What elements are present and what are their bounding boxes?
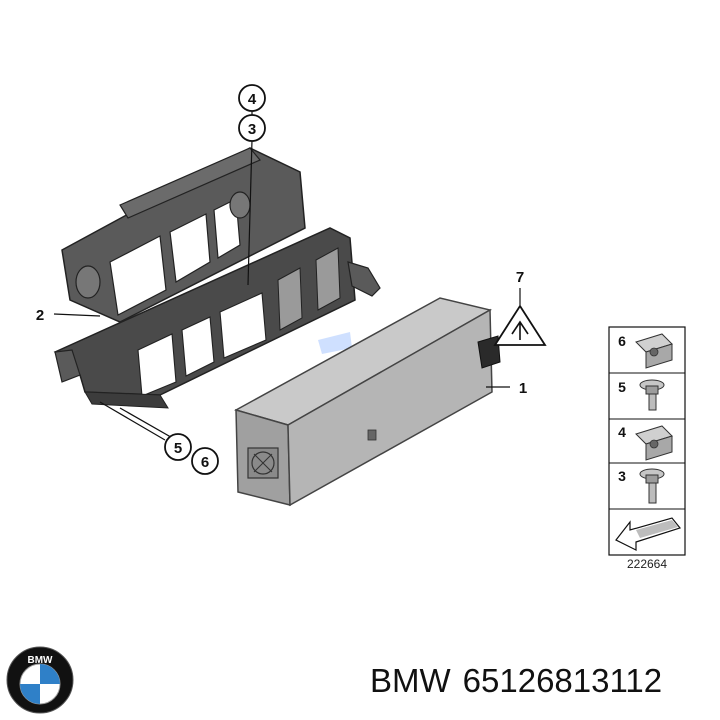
bmw-logo: BMW: [6, 646, 74, 714]
control-module: [234, 297, 501, 507]
part-number: 65126813112: [462, 662, 663, 699]
callout-5: 5: [164, 433, 192, 461]
svg-text:5: 5: [618, 379, 626, 395]
svg-text:3: 3: [618, 468, 626, 484]
svg-text:BMW: BMW: [28, 655, 54, 666]
svg-text:6: 6: [201, 454, 209, 471]
legend-item-6: 6: [618, 333, 673, 369]
brand-label: BMW: [370, 662, 451, 699]
legend-item-3: 3: [618, 468, 665, 504]
svg-text:1: 1: [519, 380, 527, 397]
svg-text:7: 7: [516, 269, 524, 286]
svg-text:6: 6: [618, 333, 626, 349]
svg-text:2: 2: [36, 307, 44, 324]
callout-1: 1: [519, 380, 527, 397]
callout-4: 4: [238, 84, 266, 112]
bolt-icon: [639, 379, 665, 411]
callout-3: 3: [238, 114, 266, 142]
legend-item-4: 4: [618, 424, 673, 461]
callout-6: 6: [191, 447, 219, 475]
svg-text:3: 3: [248, 121, 256, 138]
clip-nut-icon: [635, 333, 673, 369]
legend-item-5: 5: [618, 379, 665, 411]
bracket: [53, 147, 381, 409]
callout-7: 7: [516, 269, 524, 286]
svg-text:4: 4: [248, 91, 257, 108]
bolt-icon: [639, 468, 665, 504]
clip-nut-icon: [635, 425, 673, 461]
reference-number: 222664: [627, 557, 667, 571]
svg-text:4: 4: [618, 424, 626, 440]
direction-arrow-icon: [615, 517, 682, 551]
part-caption: BMW 65126813112: [370, 662, 674, 700]
esd-warning-icon: [493, 304, 547, 346]
svg-text:5: 5: [174, 440, 182, 457]
legend-panel: 6 5 4 3: [608, 326, 686, 571]
callout-2: 2: [36, 307, 44, 324]
